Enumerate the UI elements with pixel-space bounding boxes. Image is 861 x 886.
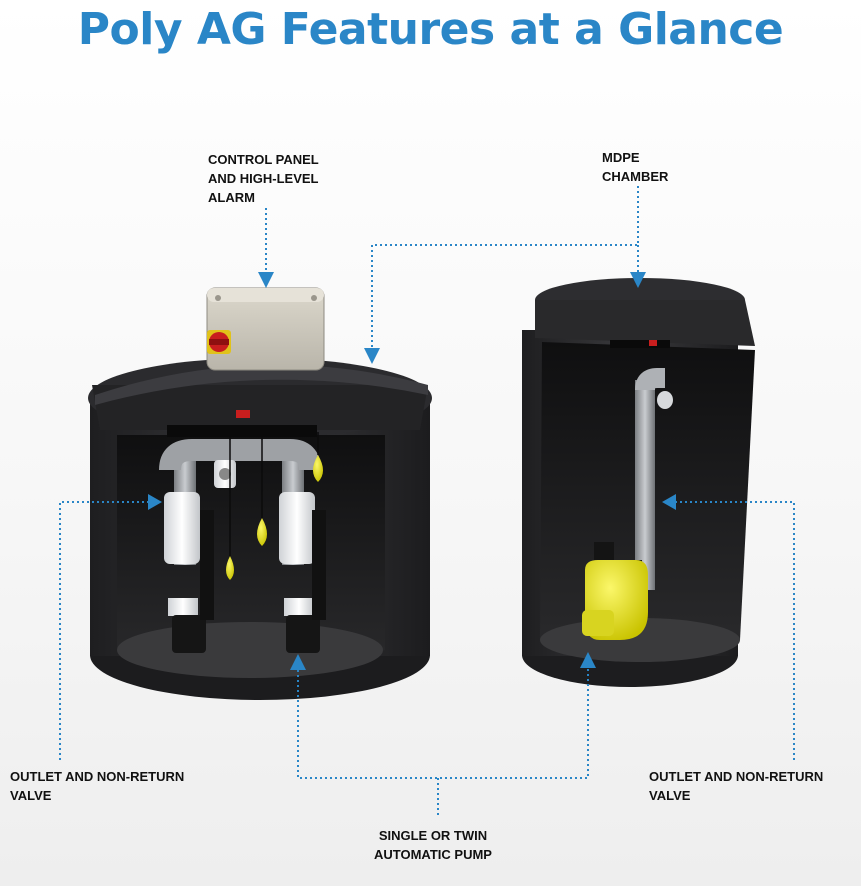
leader-arrowheads bbox=[148, 272, 676, 670]
float-switch-icon bbox=[226, 556, 234, 580]
arrow-left-icon bbox=[662, 494, 676, 510]
arrow-up-icon bbox=[290, 654, 306, 670]
page-title: Poly AG Features at a Glance bbox=[77, 4, 784, 55]
arrow-down-icon bbox=[258, 272, 274, 288]
arrow-up-icon bbox=[580, 652, 596, 668]
label-outlet-left: OUTLET AND NON-RETURN VALVE bbox=[10, 769, 185, 803]
arrow-down-icon bbox=[630, 272, 646, 288]
float-switch-icon bbox=[257, 518, 267, 546]
control-panel bbox=[206, 287, 325, 371]
label-control-panel: CONTROL PANEL AND HIGH-LEVEL ALARM bbox=[208, 152, 319, 205]
leader-lines bbox=[59, 186, 795, 818]
float-switch-icon bbox=[313, 455, 323, 482]
label-mdpe-chamber: MDPE CHAMBER bbox=[602, 150, 669, 184]
label-outlet-right: OUTLET AND NON-RETURN VALVE bbox=[649, 769, 824, 803]
arrow-right-icon bbox=[148, 494, 162, 510]
arrow-down-icon bbox=[364, 348, 380, 364]
single-pump-chamber bbox=[522, 278, 755, 687]
twin-pump-chamber bbox=[88, 287, 432, 700]
label-pump: SINGLE OR TWIN AUTOMATIC PUMP bbox=[374, 828, 492, 862]
